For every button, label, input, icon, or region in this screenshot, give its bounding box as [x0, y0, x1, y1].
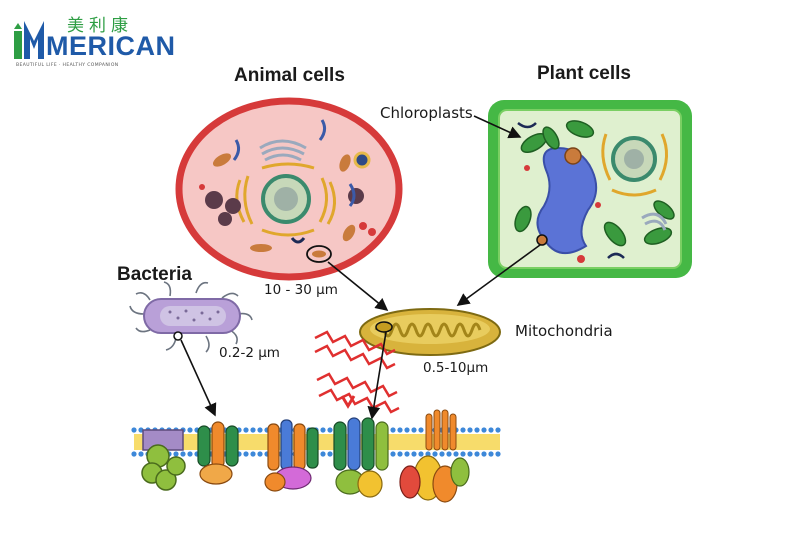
plant-cells-title: Plant cells [537, 63, 631, 84]
phospholipid-head [404, 427, 410, 433]
phospholipid-head [320, 451, 326, 457]
phospholipid-head [411, 451, 417, 457]
phospholipid-head [397, 451, 403, 457]
mitochondria-label: Mitochondria [515, 322, 613, 340]
phospholipid-head [474, 451, 480, 457]
phospholipid-head [460, 427, 466, 433]
phospholipid-head [187, 427, 193, 433]
phospholipid-head [320, 427, 326, 433]
phospholipid-head [173, 451, 179, 457]
plant-cell-icon [488, 100, 692, 278]
connector-arrows [180, 244, 541, 420]
animal-cell-icon [175, 97, 403, 281]
phospholipid-head [390, 427, 396, 433]
merican-logo: 美利康 MERICAN BEAUTIFUL LIFE · HEALTHY COM… [12, 10, 175, 68]
phospholipid-head [404, 451, 410, 457]
phospholipid-head [187, 451, 193, 457]
mitochondria-size-label: 0.5-10µm [423, 360, 489, 376]
phospholipid-head [481, 451, 487, 457]
phospholipid-head [446, 451, 452, 457]
phospholipid-head [250, 451, 256, 457]
mitochondrion-icon [359, 308, 501, 356]
phospholipid-head [257, 451, 263, 457]
phospholipid-head [257, 427, 263, 433]
phospholipid-head [488, 451, 494, 457]
phospholipid-head [138, 451, 144, 457]
phospholipid-head [390, 451, 396, 457]
phospholipid-head [250, 427, 256, 433]
phospholipid-head [467, 427, 473, 433]
phospholipid-head [418, 427, 424, 433]
phospholipid-head [327, 427, 333, 433]
phospholipid-head [495, 451, 501, 457]
phospholipid-head [425, 451, 431, 457]
logo-tagline: BEAUTIFUL LIFE · HEALTHY COMPANION [16, 63, 119, 68]
phospholipid-head [131, 427, 137, 433]
phospholipid-head [243, 451, 249, 457]
phospholipid-head [411, 427, 417, 433]
phospholipid-head [180, 451, 186, 457]
logo-m-mark [14, 21, 44, 59]
phospholipid-head [460, 451, 466, 457]
membrane-proteins-icon [131, 409, 501, 503]
phospholipid-head [432, 451, 438, 457]
bacterium-icon [129, 281, 253, 353]
phospholipid-head [474, 427, 480, 433]
phospholipid-head [488, 427, 494, 433]
phospholipid-head [453, 451, 459, 457]
chloroplasts-label: Chloroplasts [380, 104, 473, 122]
phospholipid-head [243, 427, 249, 433]
phospholipid-head [397, 427, 403, 433]
logo-chinese-text: 美利康 [67, 16, 133, 36]
animal-cell-size-label: 10 - 30 µm [264, 282, 338, 298]
phospholipid-head [418, 451, 424, 457]
logo-wordmark: MERICAN [46, 31, 176, 61]
phospholipid-head [131, 451, 137, 457]
phospholipid-head [495, 427, 501, 433]
phospholipid-head [439, 451, 445, 457]
animal-cells-title: Animal cells [234, 65, 345, 86]
phospholipid-head [327, 451, 333, 457]
bacteria-title: Bacteria [117, 264, 192, 285]
phospholipid-head [481, 427, 487, 433]
phospholipid-head [467, 451, 473, 457]
bacteria-size-label: 0.2-2 µm [219, 345, 280, 361]
